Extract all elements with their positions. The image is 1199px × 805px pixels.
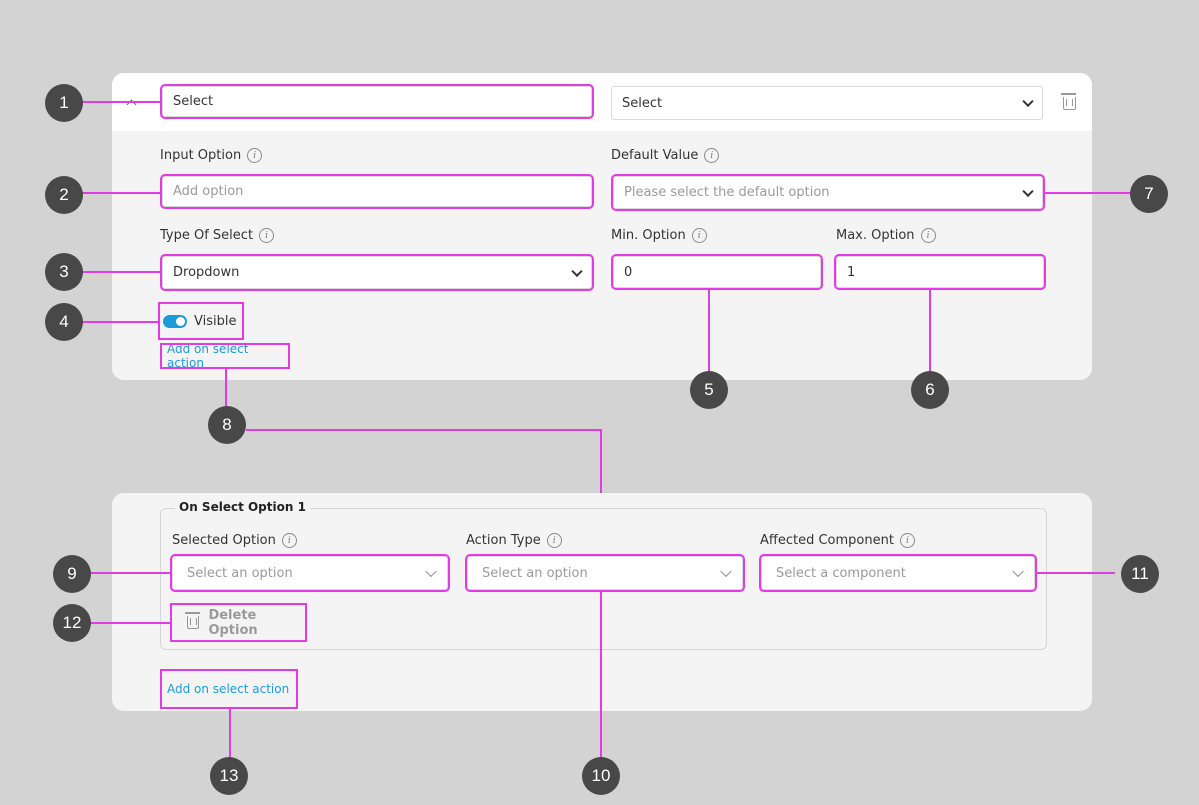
callout-line-6	[929, 288, 931, 376]
callout-badge-7: 7	[1130, 175, 1168, 213]
action-type-select[interactable]: Select an option	[465, 554, 745, 592]
info-icon[interactable]: i	[259, 228, 275, 243]
callout-badge-6: 6	[911, 371, 949, 409]
callout-badge-12: 12	[53, 604, 91, 642]
info-icon[interactable]: i	[247, 148, 263, 163]
default-value-label-text: Default Value	[611, 148, 699, 163]
input-option-input[interactable]: Add option	[160, 174, 594, 209]
callout-line-8b	[246, 429, 602, 431]
callout-line-3	[80, 271, 162, 273]
delete-field-trash-icon[interactable]	[1061, 93, 1076, 110]
max-option-value: 1	[847, 264, 856, 280]
max-option-input[interactable]: 1	[834, 254, 1046, 290]
callout-line-7	[1043, 192, 1133, 194]
callout-line-9	[90, 572, 172, 574]
callout-line-4	[80, 321, 160, 323]
field-name-value: Select	[173, 94, 214, 109]
callout-badge-13: 13	[210, 757, 248, 795]
callout-badge-9: 9	[53, 555, 91, 593]
callout-line-10	[600, 590, 602, 758]
callout-line-2	[80, 192, 162, 194]
selected-option-label: Selected Option i	[172, 533, 297, 548]
chevron-down-icon	[571, 265, 583, 277]
add-on-select-action-text: Add on select action	[167, 342, 249, 370]
chevron-down-icon	[720, 565, 732, 578]
info-icon[interactable]: i	[546, 533, 562, 548]
callout-badge-2: 2	[45, 176, 83, 214]
min-option-input[interactable]: 0	[611, 254, 823, 290]
toggle-icon[interactable]	[163, 314, 187, 328]
callout-line-11	[1035, 572, 1115, 574]
info-icon[interactable]: i	[920, 228, 936, 243]
default-value-select[interactable]: Please select the default option	[611, 174, 1045, 211]
info-icon[interactable]: i	[899, 533, 915, 548]
on-select-option-fieldset	[160, 508, 1047, 650]
callout-badge-10: 10	[582, 757, 620, 795]
affected-component-label-text: Affected Component	[760, 533, 894, 548]
selected-option-select[interactable]: Select an option	[170, 554, 450, 592]
add-on-select-action-bottom-text: Add on select action	[167, 682, 290, 696]
type-of-select-label-text: Type Of Select	[160, 228, 254, 243]
affected-component-placeholder: Select a component	[776, 565, 906, 581]
max-option-label-text: Max. Option	[836, 228, 915, 243]
field-type-value: Select	[622, 95, 663, 111]
callout-line-8a	[225, 367, 227, 407]
type-of-select-label: Type Of Select i	[160, 228, 275, 243]
action-type-label: Action Type i	[466, 533, 562, 548]
input-option-label: Input Option i	[160, 148, 263, 163]
selected-option-label-text: Selected Option	[172, 533, 276, 548]
on-select-action-card	[112, 493, 1092, 711]
callout-badge-4: 4	[45, 303, 83, 341]
callout-badge-11: 11	[1121, 555, 1159, 593]
min-option-label-text: Min. Option	[611, 228, 686, 243]
min-option-value: 0	[624, 264, 633, 280]
callout-line-12	[90, 622, 172, 624]
input-option-placeholder: Add option	[173, 184, 244, 199]
callout-line-5	[708, 288, 710, 376]
affected-component-label: Affected Component i	[760, 533, 915, 548]
callout-badge-5: 5	[690, 371, 728, 409]
callout-badge-1: 1	[45, 84, 83, 122]
chevron-down-icon	[1022, 185, 1034, 197]
callout-badge-3: 3	[45, 253, 83, 291]
default-value-label: Default Value i	[611, 148, 720, 163]
info-icon[interactable]: i	[704, 148, 720, 163]
info-icon[interactable]: i	[691, 228, 707, 243]
max-option-label: Max. Option i	[836, 228, 936, 243]
chevron-down-icon	[1012, 565, 1024, 578]
delete-option-label: Delete Option	[208, 607, 258, 638]
type-of-select-value: Dropdown	[173, 265, 240, 280]
callout-line-13	[229, 707, 231, 759]
type-of-select-dropdown[interactable]: Dropdown	[160, 254, 594, 291]
min-option-label: Min. Option i	[611, 228, 707, 243]
add-on-select-action-link-bottom[interactable]: Add on select action	[160, 669, 298, 709]
selected-option-placeholder: Select an option	[187, 565, 293, 581]
callout-line-1	[80, 101, 162, 103]
callout-line-8c	[600, 429, 602, 493]
action-type-placeholder: Select an option	[482, 565, 588, 581]
info-icon[interactable]: i	[281, 533, 297, 548]
field-type-select[interactable]: Select	[611, 86, 1043, 120]
chevron-down-icon	[1022, 95, 1034, 108]
add-on-select-action-link[interactable]: Add on select action	[160, 342, 290, 370]
on-select-option-legend: On Select Option 1	[175, 500, 310, 514]
default-value-placeholder: Please select the default option	[624, 185, 830, 200]
visible-toggle[interactable]: Visible	[158, 302, 244, 340]
chevron-down-icon	[425, 565, 437, 578]
trash-icon	[184, 612, 201, 629]
input-option-label-text: Input Option	[160, 148, 242, 163]
field-name-input[interactable]: Select	[160, 84, 594, 119]
visible-label: Visible	[194, 313, 237, 329]
affected-component-select[interactable]: Select a component	[759, 554, 1037, 592]
callout-badge-8: 8	[208, 406, 246, 444]
action-type-label-text: Action Type	[466, 533, 541, 548]
delete-option-button[interactable]: Delete Option	[170, 603, 307, 642]
